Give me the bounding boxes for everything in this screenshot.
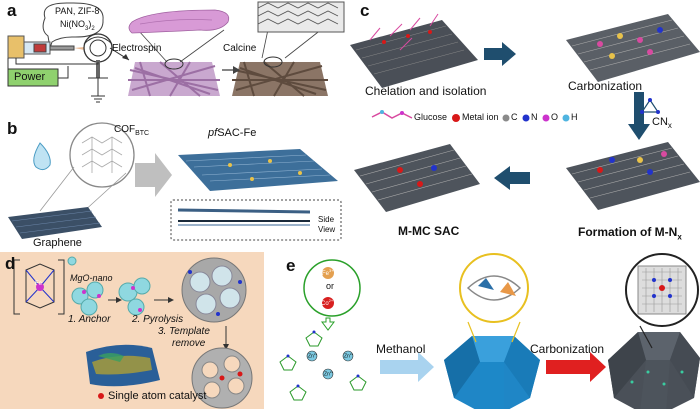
panel-b-label: b: [7, 119, 18, 138]
legend-glucose-icon: [371, 110, 413, 119]
triazine-icon: [640, 98, 660, 114]
fe-complex-icon: [13, 259, 65, 315]
legend-h-icon: [562, 114, 570, 122]
legend-n-icon: [522, 114, 530, 122]
legend-h: H: [571, 112, 578, 122]
or-label: or: [326, 281, 335, 291]
product-label: pfSAC-Fe: [208, 127, 257, 139]
panel-c: c Chelation a: [350, 0, 700, 252]
anchor-label: 1. Anchor: [68, 314, 111, 325]
zn-label-2: Zn2+: [344, 352, 354, 360]
remove-label: remove: [172, 338, 206, 349]
mgo-label: MgO-nano: [70, 273, 113, 283]
panel-e: e Fe3+ or Co2+ Zn2+ Zn2+ Zn2+ Methanol C…: [268, 252, 700, 409]
chelation-label: Chelation and isolation: [365, 84, 487, 98]
methanol-label: Methanol: [376, 342, 426, 356]
side-label: Side: [318, 215, 335, 224]
view-label: View: [318, 225, 336, 234]
fe-ion-label: Fe3+: [322, 268, 334, 277]
legend-glucose: Glucose: [414, 112, 448, 122]
panel-a-label: a: [7, 1, 17, 20]
formation-label: Formation of M-Nx: [578, 225, 682, 242]
legend-o: O: [551, 112, 559, 122]
fiber-mat-pink: [128, 58, 220, 97]
legend-metal: Metal ion: [462, 112, 499, 122]
calcine-label: Calcine: [223, 43, 257, 54]
legend-n: N: [531, 112, 538, 122]
mof-carbonization-diagram: [279, 253, 700, 409]
carbonization-label: Carbonization: [568, 79, 643, 93]
electrospin-label: Electrospin: [112, 43, 162, 54]
panel-b: b COFBTC pfSAC-Fe Side View Graphene: [0, 115, 345, 250]
template-synthesis-diagram: [0, 252, 264, 409]
panel-c-label: c: [360, 1, 370, 20]
power-label: Power: [14, 71, 46, 83]
panel-d: d Fe MgO-nano 1. Anchor 2. Pyrolysis 3. …: [0, 252, 264, 409]
fe-label: Fe: [35, 281, 43, 287]
graphene-hex-sheet: [257, 1, 345, 33]
fiber-mat-brown: [232, 56, 328, 97]
template-label: 3. Template: [158, 326, 210, 337]
single-atom-legend-icon: [98, 393, 104, 399]
legend-c: C: [511, 112, 518, 122]
metal-salt-label: Ni(NO3)2: [60, 19, 95, 32]
pfsac-synthesis-diagram: [8, 122, 342, 241]
panel-a: a: [0, 0, 345, 112]
co-ion-label: Co2+: [321, 298, 334, 307]
mmc-sac-label: M-MC SAC: [398, 224, 460, 238]
cof-label: COFBTC: [114, 124, 150, 137]
electrospinning-setup: [7, 1, 345, 103]
panel-d-label: d: [5, 254, 16, 273]
graphene-label: Graphene: [33, 237, 82, 249]
legend-metal-icon: [452, 114, 460, 122]
zn-label-1: Zn2+: [308, 352, 318, 360]
cn-label: CNx: [652, 116, 672, 131]
single-atom-label: Single atom catalyst: [108, 390, 207, 402]
legend-o-icon: [542, 114, 550, 122]
precursor-label: PAN, ZIF-8: [55, 6, 100, 16]
carbonization-e-label: Carbonization: [530, 342, 605, 356]
sac-formation-diagram: [350, 13, 700, 212]
legend-c-icon: [502, 114, 510, 122]
pyrolysis-label: 2. Pyrolysis: [132, 314, 184, 325]
panel-e-label: e: [286, 256, 296, 275]
zn-label-3: Zn2+: [324, 370, 334, 378]
